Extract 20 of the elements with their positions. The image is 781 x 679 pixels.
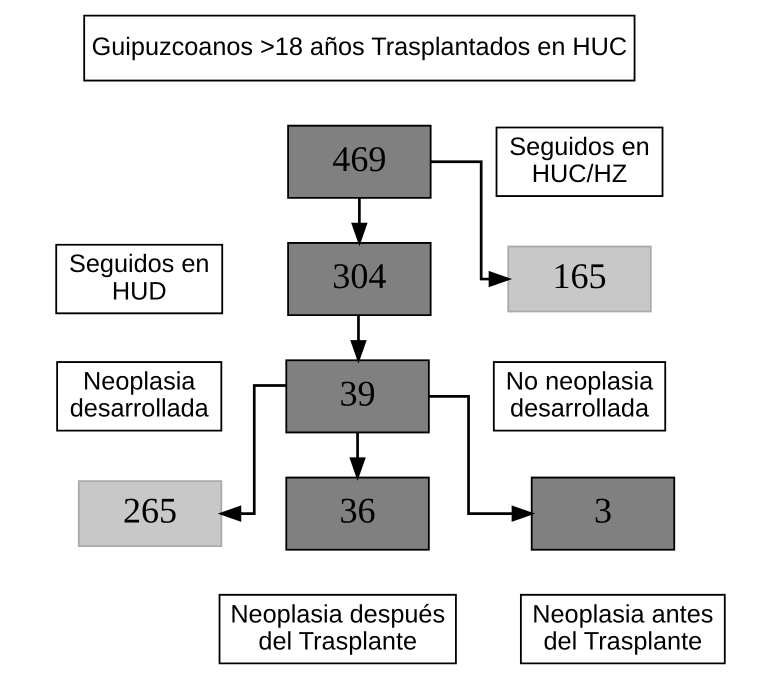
arrow — [430, 160, 512, 288]
arrow — [218, 384, 286, 522]
node-box: Guipuzcoanos >18 años Trasplantados en HUC — [83, 14, 636, 82]
node-box: 39 — [285, 359, 430, 434]
arrow — [349, 432, 366, 481]
node-box: 304 — [287, 242, 432, 316]
node-box: Neoplasia después del Trasplante — [218, 594, 457, 664]
node-box: 265 — [78, 480, 222, 548]
arrow — [429, 394, 536, 522]
node-box: Neoplasia antes del Trasplante — [520, 594, 726, 664]
node-box: Seguidos en HUD — [55, 244, 224, 314]
node-box: 3 — [530, 476, 676, 551]
arrow — [350, 316, 367, 364]
node-box: Seguidos en HUC/HZ — [496, 126, 664, 197]
node-box: Neoplasia desarrollada — [56, 361, 222, 432]
arrow — [351, 198, 368, 246]
node-box: 165 — [507, 246, 652, 312]
node-box: 469 — [287, 124, 432, 199]
node-box: No neoplasia desarrollada — [492, 361, 666, 432]
node-box: 36 — [285, 476, 430, 551]
